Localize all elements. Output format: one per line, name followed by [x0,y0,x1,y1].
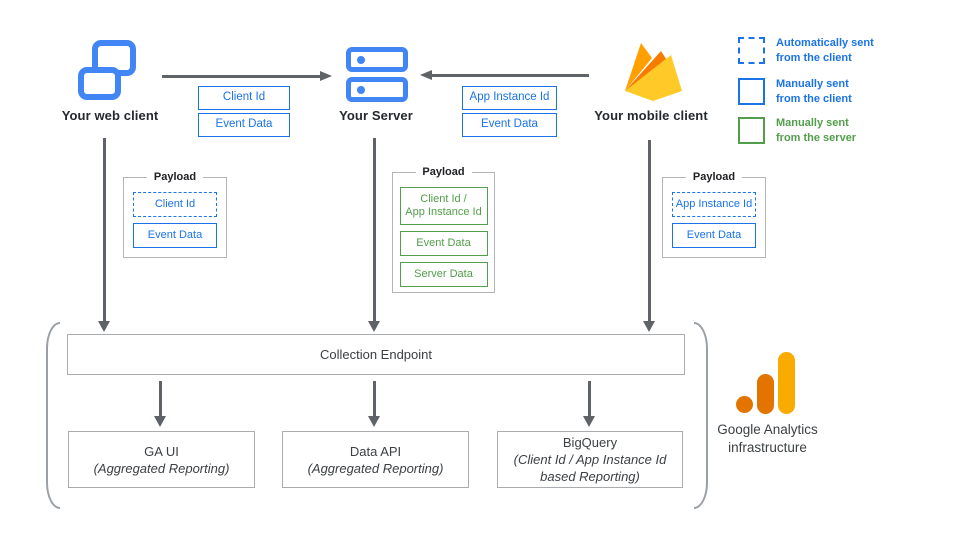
payload-server: Payload Client Id / App Instance Id Even… [392,166,495,293]
arrowhead-down-icon [583,416,595,427]
legend-item-manual-client: Manually sent from the client [738,77,938,107]
web-client-icon [78,40,136,102]
arrowhead-left-icon [420,69,432,80]
tag-event-data-mobile: Event Data [462,113,557,137]
ga-infrastructure-caption: Google Analytics infrastructure [717,422,818,455]
tag-event-data-web: Event Data [198,113,290,137]
bigquery-box: BigQuery (Client Id / App Instance Id ba… [497,431,683,488]
payload-item-client-or-app-id: Client Id / App Instance Id [399,187,488,225]
legend-swatch-dashed-blue-icon [738,37,765,64]
web-client-label: Your web client [61,108,159,123]
payload-item-client-id: Client Id [133,192,217,217]
payload-item-event-data: Event Data [399,231,488,256]
arrow-web-down [103,138,106,322]
arrowhead-down-icon [368,416,380,427]
legend-swatch-solid-green-icon [738,117,765,144]
payload-web: Payload Client Id Event Data [123,171,227,258]
server-label: Your Server [339,108,413,123]
arrowhead-down-icon [643,321,655,332]
web-client-card-front-icon [78,67,121,100]
arrowhead-down-icon [368,321,380,332]
arrow-to-bigquery [588,381,591,417]
arrow-web-to-server [162,75,320,78]
payload-item-event-data: Event Data [133,223,217,248]
payload-item-event-data: Event Data [672,223,756,248]
arrow-mobile-to-server [431,74,589,77]
collection-endpoint-box: Collection Endpoint [67,334,685,375]
arrow-mobile-down [648,140,651,322]
infrastructure-bracket-left [46,322,60,509]
payload-item-server-data: Server Data [399,262,488,287]
arrowhead-down-icon [98,321,110,332]
arrow-to-ga-ui [159,381,162,417]
ga-ui-box: GA UI (Aggregated Reporting) [68,431,255,488]
firebase-icon [625,43,682,101]
legend-swatch-solid-blue-icon [738,78,765,105]
legend-item-manual-server: Manually sent from the server [738,116,938,146]
payload-mobile: Payload App Instance Id Event Data [662,171,766,258]
arrowhead-right-icon [320,70,332,81]
payload-item-app-instance-id: App Instance Id [672,192,756,217]
data-api-box: Data API (Aggregated Reporting) [282,431,469,488]
server-icon [346,47,408,103]
arrow-server-down [373,138,376,322]
google-analytics-icon [730,350,802,418]
arrow-to-data-api [373,381,376,417]
infrastructure-bracket-right [694,322,708,509]
legend-item-auto-client: Automatically sent from the client [738,36,938,66]
arrowhead-down-icon [154,416,166,427]
tag-app-instance-id: App Instance Id [462,86,557,110]
tag-client-id: Client Id [198,86,290,110]
mobile-client-label: Your mobile client [594,108,708,123]
